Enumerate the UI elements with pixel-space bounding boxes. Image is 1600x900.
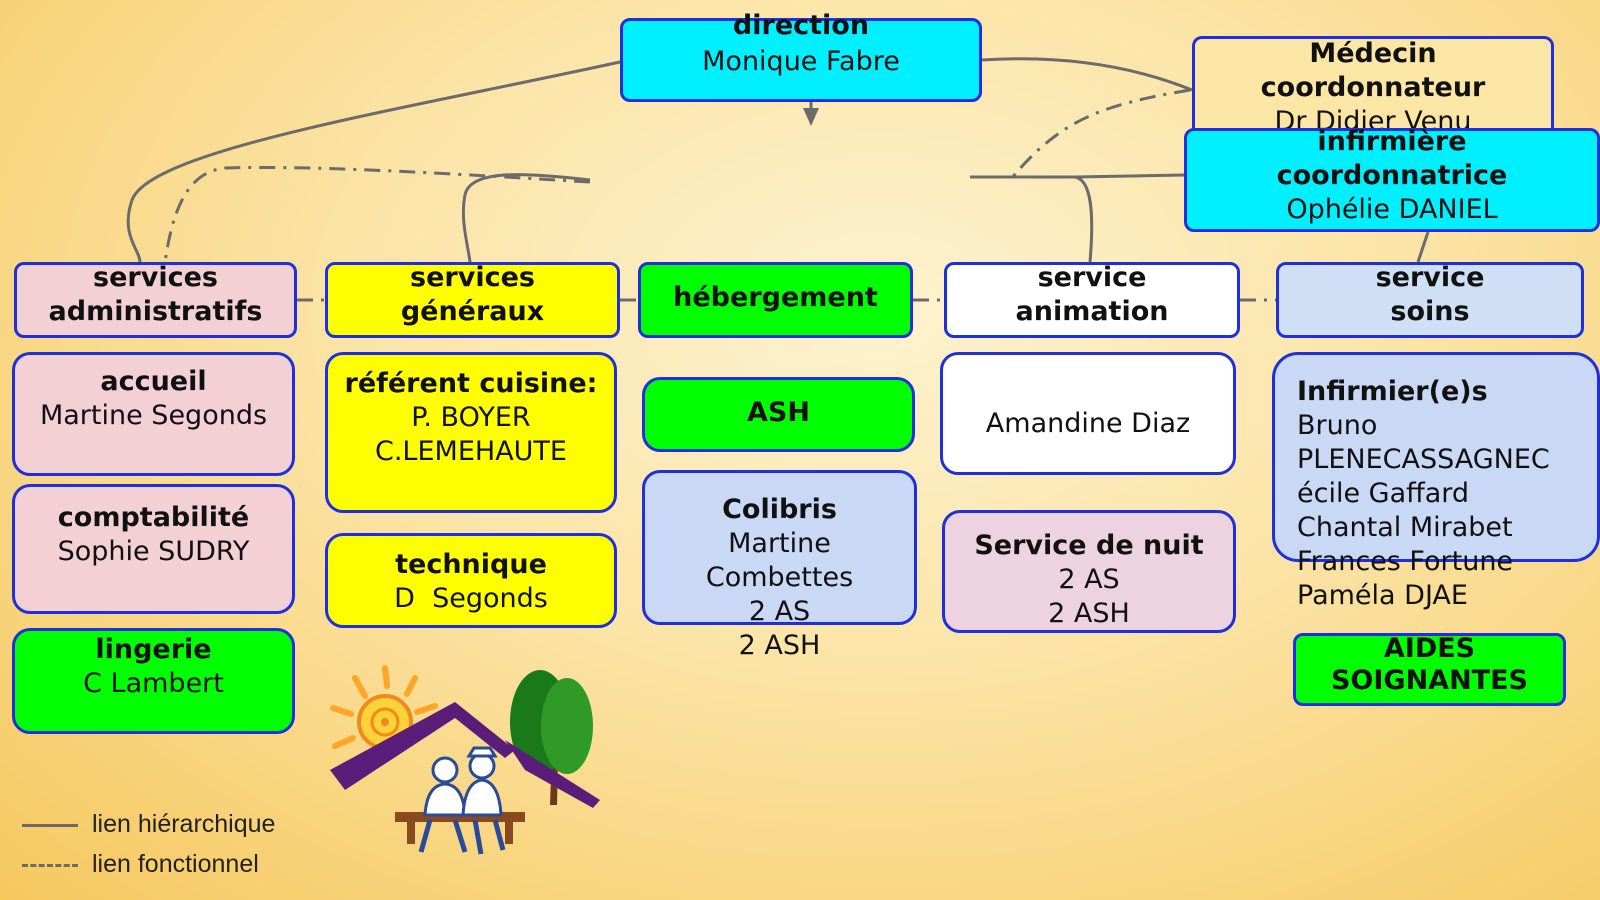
technique-name: D Segonds: [394, 583, 548, 614]
service-hebergement: hébergement: [638, 262, 913, 338]
comptabilite-box: comptabilité Sophie SUDRY: [12, 484, 295, 614]
cuisine-name2: C.LEMEHAUTE: [375, 436, 567, 467]
service-administratifs: services administratifs: [14, 262, 297, 338]
link-infirmiere-bar: [1074, 173, 1186, 179]
cuisine-title: référent cuisine:: [344, 368, 598, 399]
colibris-name2: Combettes: [705, 562, 854, 593]
aides-line1: AIDES: [1383, 633, 1476, 664]
legend-dashdot-line: [22, 864, 78, 867]
link-soins: [1416, 231, 1430, 263]
people-icon: [395, 746, 525, 855]
accueil-name: Martine Segonds: [39, 400, 268, 431]
comptabilite-name: Sophie SUDRY: [57, 536, 250, 567]
infirmier-5: Frances Fortune: [1297, 546, 1514, 577]
service-animation: service animation: [944, 262, 1240, 338]
lingerie-name: C Lambert: [83, 668, 224, 699]
technique-box: technique D Segonds: [325, 533, 617, 628]
aides-line2: SOIGNANTES: [1330, 665, 1528, 696]
infirmier-2: PLENECASSAGNEC: [1297, 444, 1550, 475]
service-administratifs-line2: administratifs: [48, 296, 263, 327]
branch-shape: [505, 740, 600, 808]
tree-icon: [510, 670, 593, 805]
infirmier-6: Paméla DJAE: [1297, 580, 1468, 611]
link-animation: [970, 175, 1094, 263]
colibris-name1: Martine: [728, 528, 831, 559]
cuisine-name1: P. BOYER: [411, 402, 531, 433]
infirmiere-name: Ophélie DANIEL: [1286, 194, 1498, 225]
infirmiers-box: Infirmier(e)s Bruno PLENECASSAGNEC écile…: [1272, 352, 1600, 611]
func-link-medecin: [1008, 88, 1191, 181]
service-generaux: services généraux: [325, 262, 620, 338]
infirmiere-line1: infirmière: [1317, 126, 1467, 157]
infirmiere-box: infirmière coordonnatrice Ophélie DANIEL: [1184, 126, 1600, 232]
infirmier-1: Bruno: [1297, 410, 1378, 441]
func-link-admin: [163, 165, 591, 263]
link-direction-medecin: [981, 57, 1193, 92]
link-direction-admin: [126, 60, 621, 263]
direction-name: Monique Fabre: [702, 46, 900, 77]
animation-name-box: Amandine Diaz: [940, 352, 1236, 475]
service-animation-line1: service: [1037, 262, 1147, 293]
lingerie-box: lingerie C Lambert: [12, 628, 295, 734]
ash-label: ASH: [747, 397, 810, 428]
service-administratifs-line1: services: [93, 262, 218, 293]
service-generaux-line1: services: [410, 262, 535, 293]
nuit-as: 2 AS: [1058, 564, 1120, 595]
link-generaux: [461, 173, 591, 263]
colibris-as: 2 AS: [748, 596, 811, 627]
accueil-title: accueil: [100, 366, 207, 397]
infirmier-3: écile Gaffard: [1297, 478, 1470, 509]
technique-title: technique: [395, 549, 547, 580]
cuisine-box: référent cuisine: P. BOYER C.LEMEHAUTE: [325, 352, 617, 513]
clipart-illustration: [330, 665, 600, 855]
colibris-title: Colibris: [722, 494, 837, 525]
medecin-box: Médecin coordonnateur Dr Didier Venu: [1192, 36, 1554, 138]
nuit-ash: 2 ASH: [1048, 598, 1130, 629]
nuit-box: Service de nuit 2 AS 2 ASH: [942, 510, 1236, 633]
accueil-box: accueil Martine Segonds: [12, 352, 295, 476]
nuit-title: Service de nuit: [974, 530, 1204, 561]
infirmier-4: Chantal Mirabet: [1297, 512, 1513, 543]
legend-hierarchique: lien hiérarchique: [92, 810, 276, 838]
service-soins-line1: service: [1375, 262, 1485, 293]
roof-shape: [330, 702, 515, 790]
animation-name: Amandine Diaz: [985, 408, 1191, 439]
lingerie-title: lingerie: [95, 634, 212, 665]
service-generaux-line2: généraux: [400, 296, 545, 327]
infirmiere-line2: coordonnatrice: [1276, 160, 1508, 191]
aides-soignantes-box: AIDES SOIGNANTES: [1293, 633, 1566, 706]
legend-fonctionnel: lien fonctionnel: [92, 850, 259, 878]
colibris-box: Colibris Martine Combettes 2 AS 2 ASH: [642, 470, 917, 661]
medecin-line2: coordonnateur: [1260, 72, 1486, 103]
arrow-head: [803, 108, 819, 126]
colibris-ash: 2 ASH: [738, 630, 821, 661]
medecin-line1: Médecin: [1309, 38, 1437, 69]
infirmiers-title: Infirmier(e)s: [1297, 376, 1488, 407]
legend-solid-line: [22, 824, 78, 827]
service-soins-line2: soins: [1390, 296, 1470, 327]
ash-box: ASH: [642, 377, 915, 452]
direction-title: direction: [732, 10, 870, 41]
service-soins: service soins: [1276, 262, 1584, 338]
comptabilite-title: comptabilité: [57, 502, 250, 533]
service-hebergement-line1: hébergement: [673, 282, 878, 313]
direction-box: direction Monique Fabre: [620, 10, 982, 102]
service-animation-line2: animation: [1015, 296, 1169, 327]
